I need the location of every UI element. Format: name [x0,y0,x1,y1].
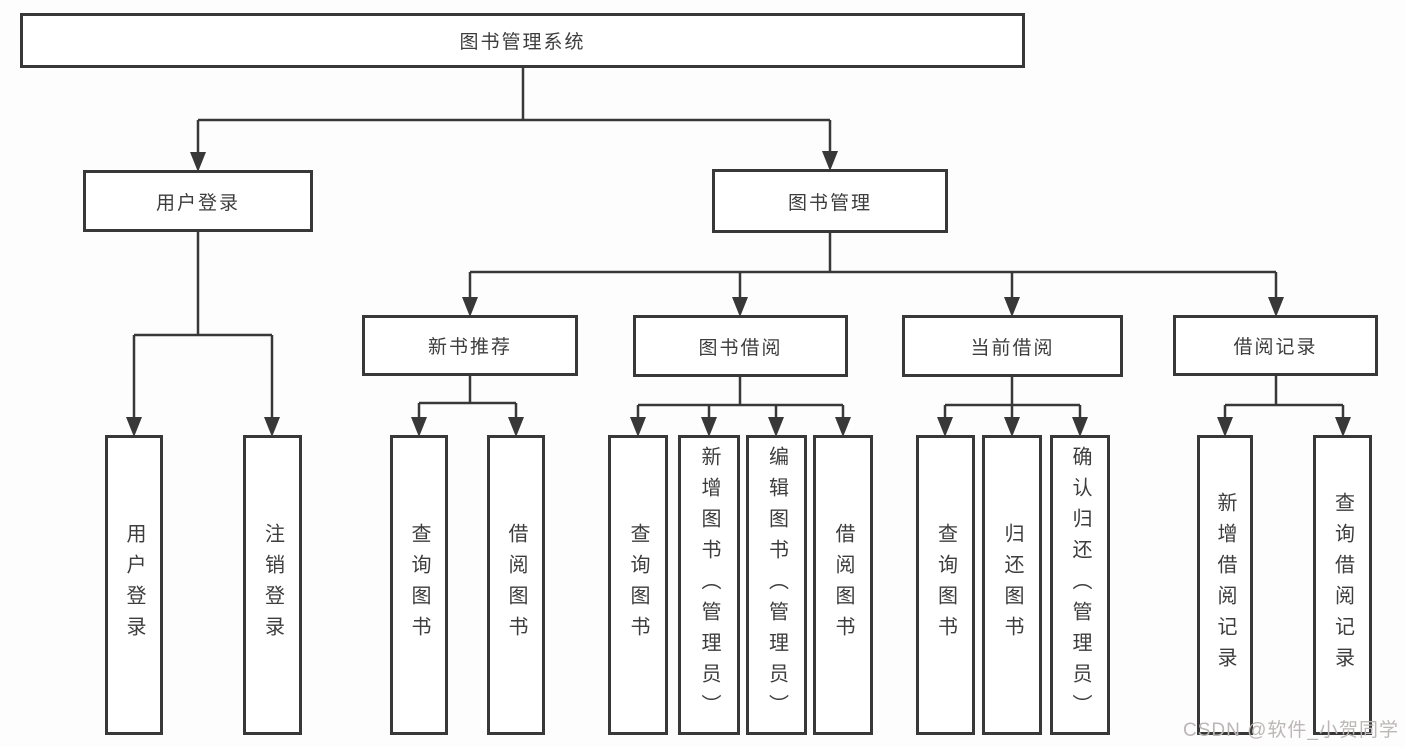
leaf-label: 查询图书 [408,523,430,647]
leaf-query-books: 查询图书 [916,435,975,735]
leaf-borrow-books: 借阅图书 [487,435,545,735]
leaf-label: 编辑图书（管理员） [765,445,788,725]
leaf-return-books: 归还图书 [982,435,1042,735]
node-label: 图书管理系统 [459,32,586,53]
leaf-query-books: 查询图书 [390,435,448,735]
node-book-management: 图书管理 [712,169,948,233]
leaf-label: 查询借阅记录 [1331,492,1354,678]
node-label: 当前借阅 [970,337,1055,359]
node-new-book-recommend: 新书推荐 [362,315,578,376]
leaf-label: 用户登录 [123,523,145,647]
node-current-borrow: 当前借阅 [902,315,1123,377]
leaf-user-login: 用户登录 [105,435,163,735]
leaf-logout: 注销登录 [243,435,302,735]
leaf-borrow-books: 借阅图书 [813,435,873,735]
leaf-query-books: 查询图书 [608,435,668,735]
leaf-label: 借阅图书 [505,523,527,647]
node-label: 借阅记录 [1233,337,1318,358]
leaf-label: 注销登录 [261,523,284,647]
leaf-label: 借阅图书 [832,523,854,647]
node-system-root: 图书管理系统 [20,13,1025,68]
leaf-label: 确认归还（管理员） [1069,445,1091,725]
leaf-query-borrow-record: 查询借阅记录 [1313,435,1372,735]
leaf-add-borrow-record: 新增借阅记录 [1197,435,1253,735]
node-user-login: 用户登录 [83,170,313,232]
leaf-confirm-return-admin: 确认归还（管理员） [1050,435,1110,735]
leaf-label: 新增借阅记录 [1214,492,1236,678]
node-book-borrow: 图书借阅 [633,315,848,377]
node-label: 新书推荐 [427,337,512,358]
leaf-label: 新增图书（管理员） [698,445,720,725]
leaf-edit-books-admin: 编辑图书（管理员） [746,435,807,735]
node-label: 图书管理 [787,192,872,214]
node-borrow-records: 借阅记录 [1173,315,1378,376]
leaf-label: 查询图书 [934,523,957,647]
leaf-label: 归还图书 [1001,523,1023,647]
csdn-watermark: CSDN @软件_小贺同学 [1183,720,1399,741]
node-label: 用户登录 [155,192,240,214]
leaf-label: 查询图书 [627,523,649,647]
node-label: 图书借阅 [698,337,783,359]
leaf-add-books-admin: 新增图书（管理员） [678,435,740,735]
